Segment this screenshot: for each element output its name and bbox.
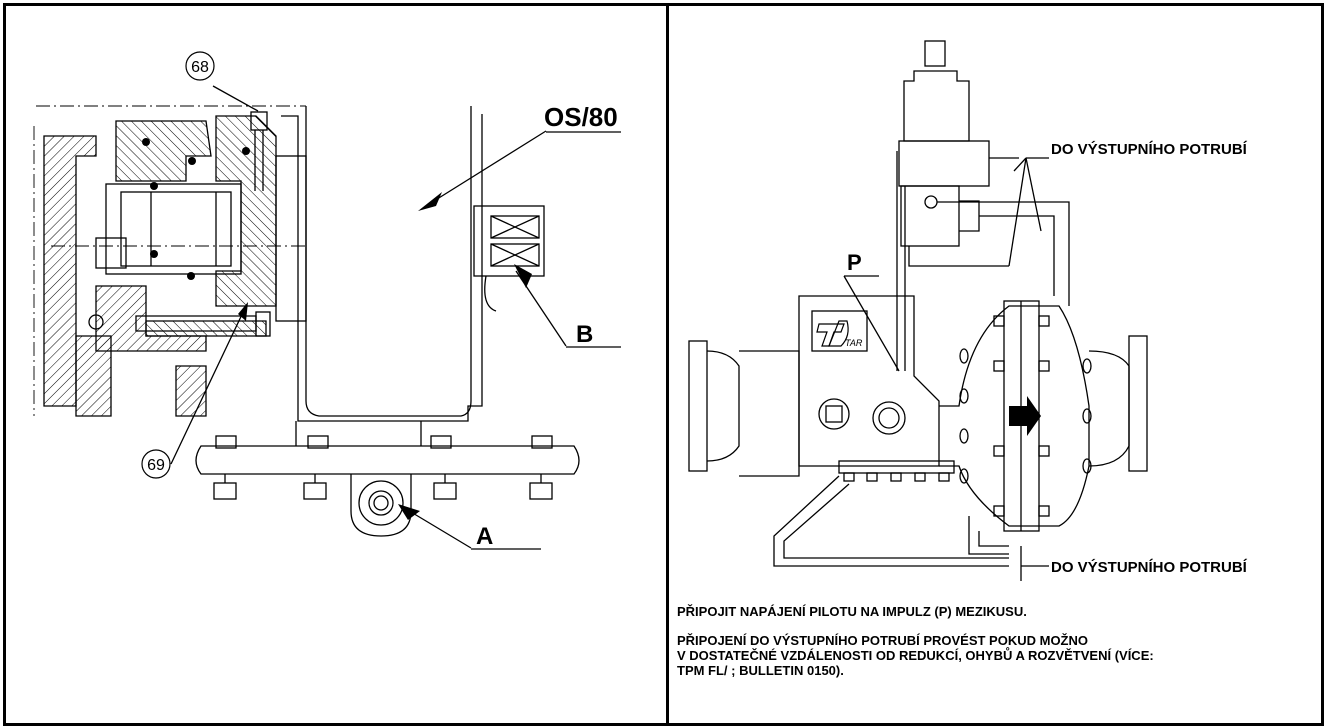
label-os80: OS/80	[544, 102, 618, 132]
callout-69: 69	[147, 457, 165, 474]
callout-68: 68	[191, 59, 209, 76]
note-2: PŘIPOJENÍ DO VÝSTUPNÍHO POTRUBÍ PROVÉST …	[677, 633, 1317, 678]
panel-divider	[666, 6, 669, 723]
right-panel: TAR DO VÝSTUPNÍHO POTRUBÍ DO VÝSTUPNÍHO …	[669, 6, 1321, 723]
callout-69-circle	[141, 449, 171, 479]
note-1: PŘIPOJIT NAPÁJENÍ PILOTU NA IMPULZ (P) M…	[677, 604, 1027, 619]
note-2-line-3: TPM FL/ ; BULLETIN 0150).	[677, 663, 844, 678]
logo-text: TAR	[845, 338, 863, 348]
drawing-frame: 68 69 OS/80 B A	[3, 3, 1324, 726]
note-2-line-1: PŘIPOJENÍ DO VÝSTUPNÍHO POTRUBÍ PROVÉST …	[677, 633, 1088, 648]
tar-logo: TAR	[816, 320, 863, 348]
regulator-drawing: TAR DO VÝSTUPNÍHO POTRUBÍ DO VÝSTUPNÍHO …	[688, 40, 1248, 581]
flow-arrow-icon	[1009, 396, 1041, 436]
label-b: B	[576, 321, 593, 348]
label-a: A	[476, 523, 493, 550]
notes: PŘIPOJIT NAPÁJENÍ PILOTU NA IMPULZ (P) M…	[677, 604, 1317, 678]
label-output-bottom: DO VÝSTUPNÍHO POTRUBÍ	[1051, 558, 1248, 576]
sectional-drawing: 68 69 OS/80 B A	[33, 51, 621, 550]
label-output-top: DO VÝSTUPNÍHO POTRUBÍ	[1051, 140, 1248, 158]
label-p: P	[847, 250, 862, 275]
left-panel: 68 69 OS/80 B A	[6, 6, 666, 723]
callout-68-circle	[185, 51, 215, 81]
note-2-line-2: V DOSTATEČNÉ VZDÁLENOSTI OD REDUKCÍ, OHY…	[677, 648, 1154, 663]
